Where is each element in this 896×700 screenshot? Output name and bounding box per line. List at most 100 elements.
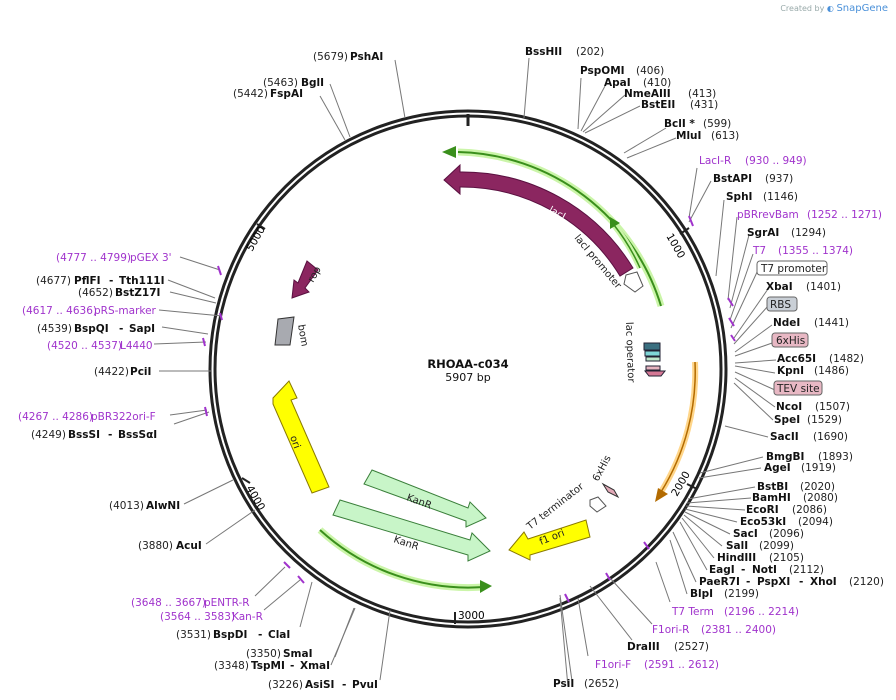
bom-feature: bom <box>274 316 310 347</box>
svg-text:(4422): (4422) <box>94 366 129 378</box>
site-paer7i-pspxi-xhoi[interactable]: PaeR7I - PspXI - XhoI (2120) <box>699 576 884 588</box>
site-smai[interactable]: (3350) SmaI <box>246 648 313 660</box>
site-nmeaiii[interactable]: NmeAIII (413) <box>624 88 716 100</box>
primer-pentr-r[interactable]: (3648 .. 3667) pENTR-R <box>131 597 250 609</box>
ori-label: ori <box>287 434 302 450</box>
site-sali[interactable]: SalI (2099) <box>726 540 794 552</box>
feature-rbs[interactable]: RBS <box>766 296 798 312</box>
svg-text:(1486): (1486) <box>814 365 849 377</box>
svg-text:BclI *: BclI * <box>664 118 695 130</box>
svg-text:(2096): (2096) <box>769 528 804 540</box>
site-xbai[interactable]: XbaI (1401) <box>766 281 841 293</box>
site-blpi[interactable]: BlpI (2199) <box>690 588 759 600</box>
site-asisi-pvui[interactable]: (3226) AsiSI - PvuI <box>268 679 378 691</box>
svg-text:Kan-R: Kan-R <box>232 611 263 623</box>
svg-text:LacI-R: LacI-R <box>699 155 731 167</box>
svg-text:Tth111I: Tth111I <box>119 275 164 287</box>
site-bsshii[interactable]: BssHII (202) <box>525 46 604 58</box>
site-sphi[interactable]: SphI (1146) <box>726 191 798 203</box>
svg-text:PsiI: PsiI <box>553 678 574 690</box>
svg-text:(4267 .. 4286): (4267 .. 4286) <box>18 411 93 423</box>
svg-text:PshAI: PshAI <box>350 51 383 63</box>
site-draiii[interactable]: DraIII (2527) <box>627 641 709 653</box>
svg-text:Eco53kI: Eco53kI <box>740 516 786 528</box>
svg-text:F1ori-R: F1ori-R <box>652 624 689 636</box>
site-bsteii[interactable]: BstEII (431) <box>641 99 718 111</box>
site-bspdi-clai[interactable]: (3531) BspDI - ClaI <box>176 629 290 641</box>
site-fspai[interactable]: (5442) FspAI <box>233 88 303 100</box>
svg-text:BssSαI: BssSαI <box>118 429 157 441</box>
site-eco53ki[interactable]: Eco53kI (2094) <box>740 516 833 528</box>
site-acui[interactable]: (3880) AcuI <box>138 540 202 552</box>
feature-t7-promoter[interactable]: T7 promoter <box>756 260 828 276</box>
svg-text:(2094): (2094) <box>798 516 833 528</box>
svg-text:pBR322ori-F: pBR322ori-F <box>91 411 156 423</box>
primer-kan-r[interactable]: (3564 .. 3583) Kan-R <box>160 611 263 623</box>
site-sgrai[interactable]: SgrAI (1294) <box>747 227 826 239</box>
primer-f1ori-r[interactable]: F1ori-R (2381 .. 2400) <box>652 624 776 636</box>
feature-6xhis[interactable]: 6xHis <box>771 332 809 348</box>
site-agei[interactable]: AgeI (1919) <box>764 462 836 474</box>
svg-text:(1893): (1893) <box>818 451 853 463</box>
site-bstbi[interactable]: BstBI (2020) <box>757 481 835 493</box>
site-ncoi[interactable]: NcoI (1507) <box>776 401 850 413</box>
site-saci[interactable]: SacI (2096) <box>733 528 804 540</box>
site-kpni[interactable]: KpnI (1486) <box>777 365 849 377</box>
primer-t7-term[interactable]: T7 Term (2196 .. 2214) <box>671 606 799 618</box>
primer-pbrrevbam[interactable]: pBRrevBam (1252 .. 1271) <box>737 209 882 221</box>
primer-t7[interactable]: T7 (1355 .. 1374) <box>752 245 853 257</box>
primer-prs-marker[interactable]: (4617 .. 4636) pRS-marker <box>22 305 157 317</box>
site-ecori[interactable]: EcoRI (2086) <box>746 504 827 516</box>
svg-text:(1355 .. 1374): (1355 .. 1374) <box>778 245 853 257</box>
feature-tev-site[interactable]: TEV site <box>773 380 823 396</box>
svg-text:(4617 .. 4636): (4617 .. 4636) <box>22 305 97 317</box>
site-eagi-noti[interactable]: EagI - NotI (2112) <box>709 564 824 576</box>
site-pshai[interactable]: (5679) PshAI <box>313 51 383 63</box>
svg-text:SacII: SacII <box>770 431 799 443</box>
site-bstz17i[interactable]: (4652) BstZ17I <box>78 287 160 299</box>
primer-ticks <box>202 215 736 603</box>
primer-laci-r[interactable]: LacI-R (930 .. 949) <box>699 155 807 167</box>
site-acc65i[interactable]: Acc65I (1482) <box>777 353 864 365</box>
site-tspmi-xmai[interactable]: (3348) TspMI - XmaI <box>214 660 330 672</box>
svg-text:RBS: RBS <box>770 299 791 311</box>
svg-text:(3226): (3226) <box>268 679 303 691</box>
site-bamhi[interactable]: BamHI (2080) <box>752 492 838 504</box>
plasmid-size: 5907 bp <box>445 371 490 384</box>
svg-text:(2381 .. 2400): (2381 .. 2400) <box>701 624 776 636</box>
primer-pgex-3[interactable]: (4777 .. 4799) pGEX 3' <box>56 252 172 264</box>
rop-feature: rop <box>291 260 324 299</box>
site-pflfi-tth111i[interactable]: (4677) PflFI - Tth111I <box>36 275 164 287</box>
svg-text:(3531): (3531) <box>176 629 211 641</box>
site-apai[interactable]: ApaI (410) <box>604 77 671 89</box>
svg-text:TspMI: TspMI <box>251 660 285 672</box>
site-ndei[interactable]: NdeI (1441) <box>773 317 849 329</box>
svg-text:-: - <box>746 576 750 588</box>
site-mlui[interactable]: MluI (613) <box>676 130 739 142</box>
svg-text:SmaI: SmaI <box>283 648 313 660</box>
site-alwni[interactable]: (4013) AlwNI <box>109 500 180 512</box>
site-hindiii[interactable]: HindIII (2105) <box>717 552 804 564</box>
t7-terminator-arrow <box>589 496 607 513</box>
svg-text:(413): (413) <box>688 88 716 100</box>
cds-cluster <box>643 342 667 377</box>
site-bmgbi[interactable]: BmgBI (1893) <box>766 451 853 463</box>
site-pcii[interactable]: (4422) PciI <box>94 366 151 378</box>
svg-text:(3564 .. 3583): (3564 .. 3583) <box>160 611 235 623</box>
site-bsssi[interactable]: (4249) BssSI - BssSαI <box>31 429 157 441</box>
site-psii[interactable]: PsiI (2652) <box>553 678 619 690</box>
primer-f1ori-f[interactable]: F1ori-F (2591 .. 2612) <box>595 659 719 671</box>
site-pspomi[interactable]: PspOMI (406) <box>580 65 664 77</box>
site-bcli[interactable]: BclI * (599) <box>664 118 731 130</box>
svg-text:BssSI: BssSI <box>68 429 100 441</box>
primer-pbr322ori-f[interactable]: (4267 .. 4286) pBR322ori-F <box>18 411 156 423</box>
laci-orf-track <box>442 146 665 308</box>
site-bstapi[interactable]: BstAPI (937) <box>713 173 793 185</box>
site-bspqi-sapi[interactable]: (4539) BspQI - SapI <box>37 323 155 335</box>
site-spei[interactable]: SpeI (1529) <box>774 414 842 426</box>
site-sacii[interactable]: SacII (1690) <box>770 431 848 443</box>
svg-text:(4249): (4249) <box>31 429 66 441</box>
site-bgli[interactable]: (5463) BglI <box>263 77 324 89</box>
primer-l4440[interactable]: (4520 .. 4537) L4440 <box>47 340 153 352</box>
